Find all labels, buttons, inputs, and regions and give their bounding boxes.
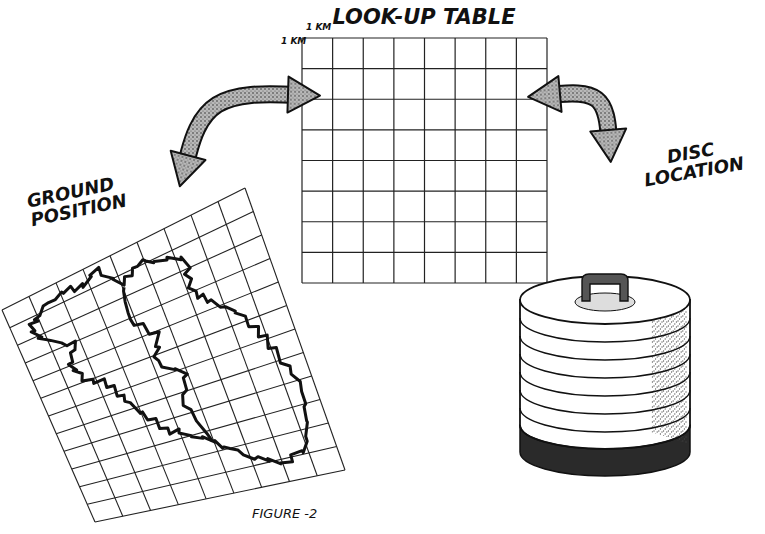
lookup-table: LOOK-UP TABLE xyxy=(298,4,550,288)
grid-line xyxy=(95,470,345,522)
platter-edge xyxy=(520,390,690,414)
ground-map: GROUND POSITION xyxy=(0,165,350,525)
table-line xyxy=(546,38,547,283)
table-line xyxy=(485,38,486,283)
disc-pack xyxy=(520,274,690,476)
grid-line xyxy=(56,353,303,434)
heading: LOOK-UP TABLE xyxy=(298,6,550,28)
table-line xyxy=(302,221,547,222)
shading xyxy=(655,308,656,434)
heading: DISC LOCATION xyxy=(638,135,748,190)
shading xyxy=(670,308,671,438)
platter-edge xyxy=(520,425,690,449)
shading xyxy=(666,306,667,437)
disc-handle xyxy=(582,274,628,301)
table-line xyxy=(302,160,547,161)
table-line xyxy=(455,38,456,283)
disc-store: DISC LOCATION xyxy=(515,140,750,460)
platter-edge xyxy=(520,372,690,396)
arrow-shaft xyxy=(186,94,299,165)
table-line xyxy=(302,191,547,192)
shading xyxy=(654,310,655,433)
table-line xyxy=(302,252,547,253)
map-outline xyxy=(29,257,307,464)
shading xyxy=(668,310,669,438)
shading xyxy=(662,306,663,436)
platter-edge xyxy=(520,408,690,432)
arrow-outline xyxy=(550,93,609,140)
platter-edge xyxy=(520,354,690,378)
shading xyxy=(673,310,674,439)
shading xyxy=(679,308,680,441)
shading xyxy=(657,306,658,434)
ground-grid xyxy=(2,188,345,522)
arrow-outline xyxy=(186,94,299,165)
region-outline xyxy=(29,257,307,464)
grid-line xyxy=(64,376,312,451)
arrow-shaft xyxy=(550,93,609,140)
table-line xyxy=(516,38,517,283)
inner-boundary xyxy=(124,287,213,441)
table-grid xyxy=(302,38,547,283)
dimension-label: 1 KM xyxy=(306,22,331,32)
dimension-label: 1 KM xyxy=(281,36,306,46)
shading xyxy=(682,310,683,442)
shading xyxy=(681,306,682,442)
shading xyxy=(652,306,653,433)
grid-line xyxy=(49,329,296,416)
shading xyxy=(671,306,672,439)
shading xyxy=(684,308,685,443)
figure-caption: FIGURE -2 xyxy=(252,506,317,521)
shading xyxy=(663,310,664,436)
double-arrow xyxy=(550,93,609,140)
platter-edge xyxy=(520,336,690,360)
shading xyxy=(665,308,666,437)
heading: GROUND POSITION xyxy=(25,170,142,230)
shading xyxy=(676,306,677,440)
grid-line xyxy=(87,447,336,505)
double-arrow xyxy=(186,94,299,165)
table-line xyxy=(302,282,547,283)
grid-line xyxy=(41,306,287,399)
shading xyxy=(674,308,675,440)
